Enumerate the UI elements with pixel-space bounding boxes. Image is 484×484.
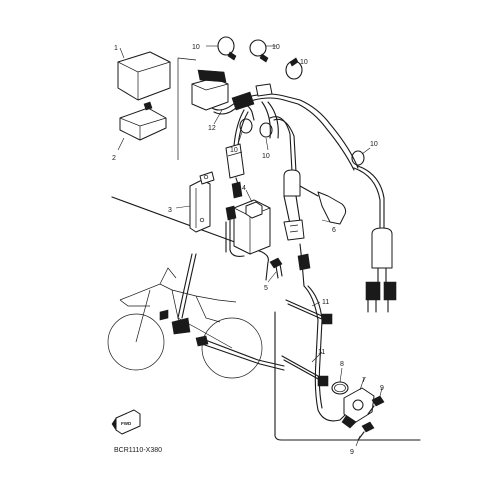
leader-11a [311,301,321,307]
leader-12 [213,109,223,125]
sub-harness-connector [365,227,397,313]
leader-8 [339,367,343,383]
leader-1 [119,47,125,59]
callout-7: 7 [362,377,366,384]
callout-11a: 11 [322,299,329,306]
callout-10a: 10 [192,44,200,51]
leader-2 [117,137,125,151]
ignition-coil [225,199,271,257]
crank-sensor [341,387,375,429]
callout-12: 12 [208,125,216,132]
sensor-lead-wire [297,243,349,422]
callout-10f: 10 [370,141,378,148]
callout-numbers: 1 2 3 4 5 6 7 8 9 9 10 10 10 10 10 10 11… [112,44,384,456]
bolt-5 [269,257,283,279]
leader-10c [299,63,303,69]
callout-1: 1 [114,45,118,52]
relay-sensor [225,143,245,199]
screws-9 [357,395,385,441]
callout-10b: 10 [272,44,280,51]
callout-8: 8 [340,361,344,368]
callout-2: 2 [112,155,116,162]
wire-harness [211,83,385,237]
leader-5 [267,271,277,283]
ecu-holder [119,101,167,141]
leader-11b [311,351,323,363]
callout-4: 4 [242,185,246,192]
fwd-arrow-icon [111,409,141,435]
fwd-label: FWD [121,421,132,426]
leader-7 [359,377,365,391]
location-arrow [177,253,285,371]
callout-9b: 9 [350,449,354,456]
spark-plug-cap [283,169,347,241]
callout-5: 5 [264,285,268,292]
leader-9a [379,387,383,397]
cable-ties [281,299,333,387]
main-connector-block [191,69,229,111]
leader-10d [237,131,243,145]
ecu-unit [117,51,171,101]
leader-4 [245,189,253,203]
leader-10f [361,147,371,155]
callout-10e: 10 [262,153,270,160]
cable-bands [217,36,365,166]
o-ring [331,381,349,395]
leader-6 [321,219,331,223]
callout-6: 6 [332,227,336,234]
callout-3: 3 [168,207,172,214]
leader-9b [355,435,361,447]
drawing-code: BCR1110-X380 [114,447,162,454]
motorcycle-silhouette [107,267,263,379]
section-divider-lines [111,57,421,441]
callout-10d: 10 [230,147,238,154]
leader-3 [175,205,191,209]
callout-9a: 9 [380,385,384,392]
mounting-bracket [189,171,215,233]
callout-10c: 10 [300,59,308,66]
callout-11b: 11 [318,349,325,356]
leader-10e [265,137,269,151]
